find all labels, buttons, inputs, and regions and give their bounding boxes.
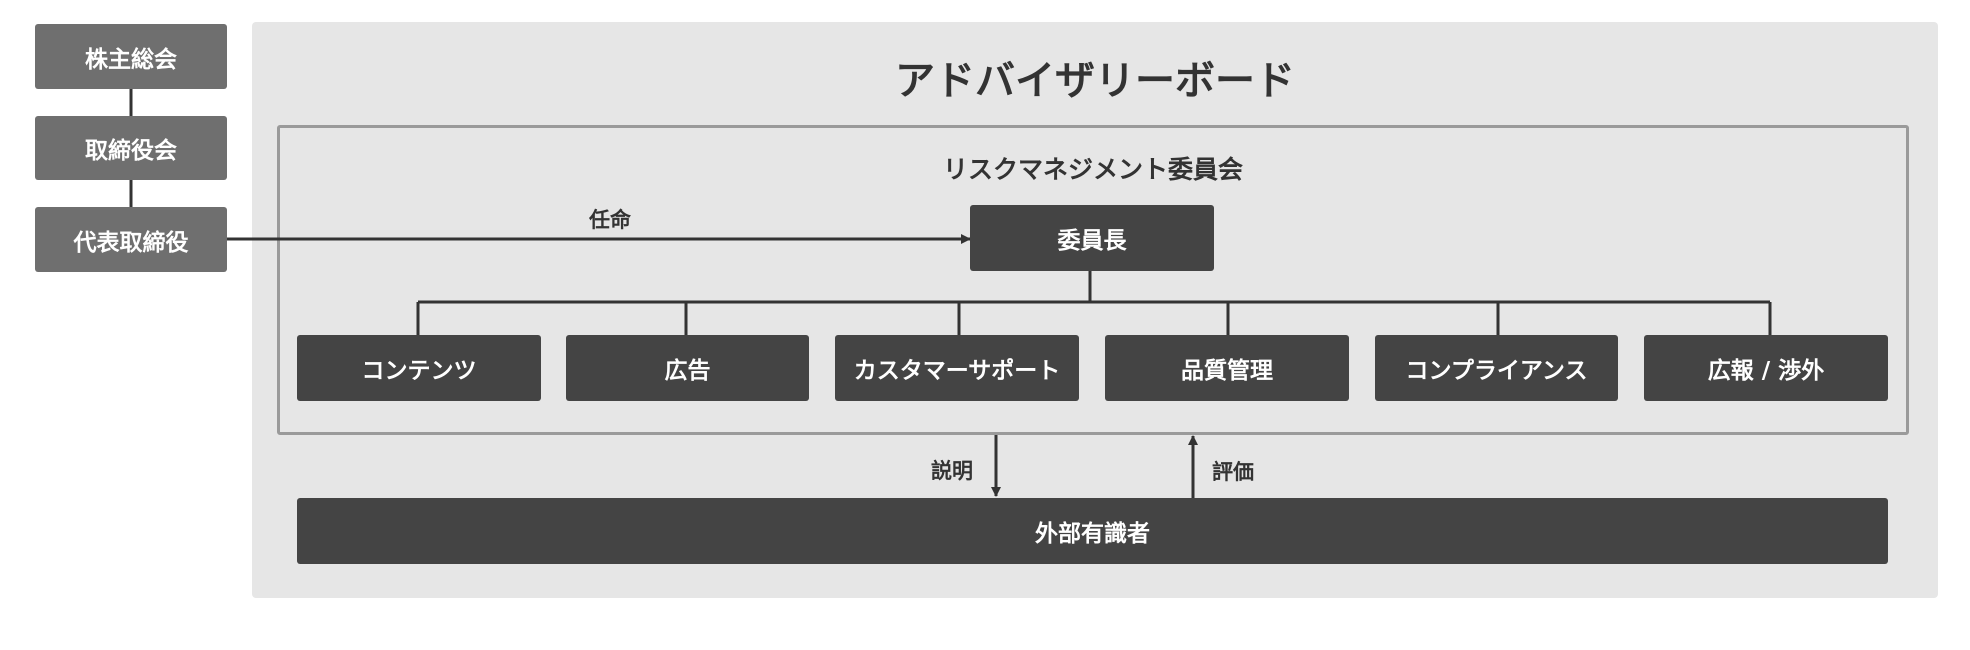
member-advertising-box: 広告 [566,335,809,401]
member-pr-external-box: 広報 / 渉外 [1644,335,1888,401]
risk-committee-frame [277,125,1909,435]
member-content-box: コンテンツ [297,335,541,401]
shareholders-meeting-box: 株主総会 [35,24,227,89]
member-compliance-box: コンプライアンス [1375,335,1618,401]
member-quality-control-box: 品質管理 [1105,335,1349,401]
advisory-board-title: アドバイザリーボード [895,58,1295,104]
representative-director-box: 代表取締役 [35,207,227,272]
risk-committee-title: リスクマネジメント委員会 [942,155,1243,184]
explain-label: 説明 [931,459,973,483]
member-customer-support-box: カスタマーサポート [835,335,1079,401]
board-of-directors-box: 取締役会 [35,116,227,180]
evaluate-label: 評価 [1212,460,1254,484]
committee-chair-box: 委員長 [970,205,1214,271]
appoint-label: 任命 [589,208,631,232]
external-experts-box: 外部有識者 [297,498,1888,564]
